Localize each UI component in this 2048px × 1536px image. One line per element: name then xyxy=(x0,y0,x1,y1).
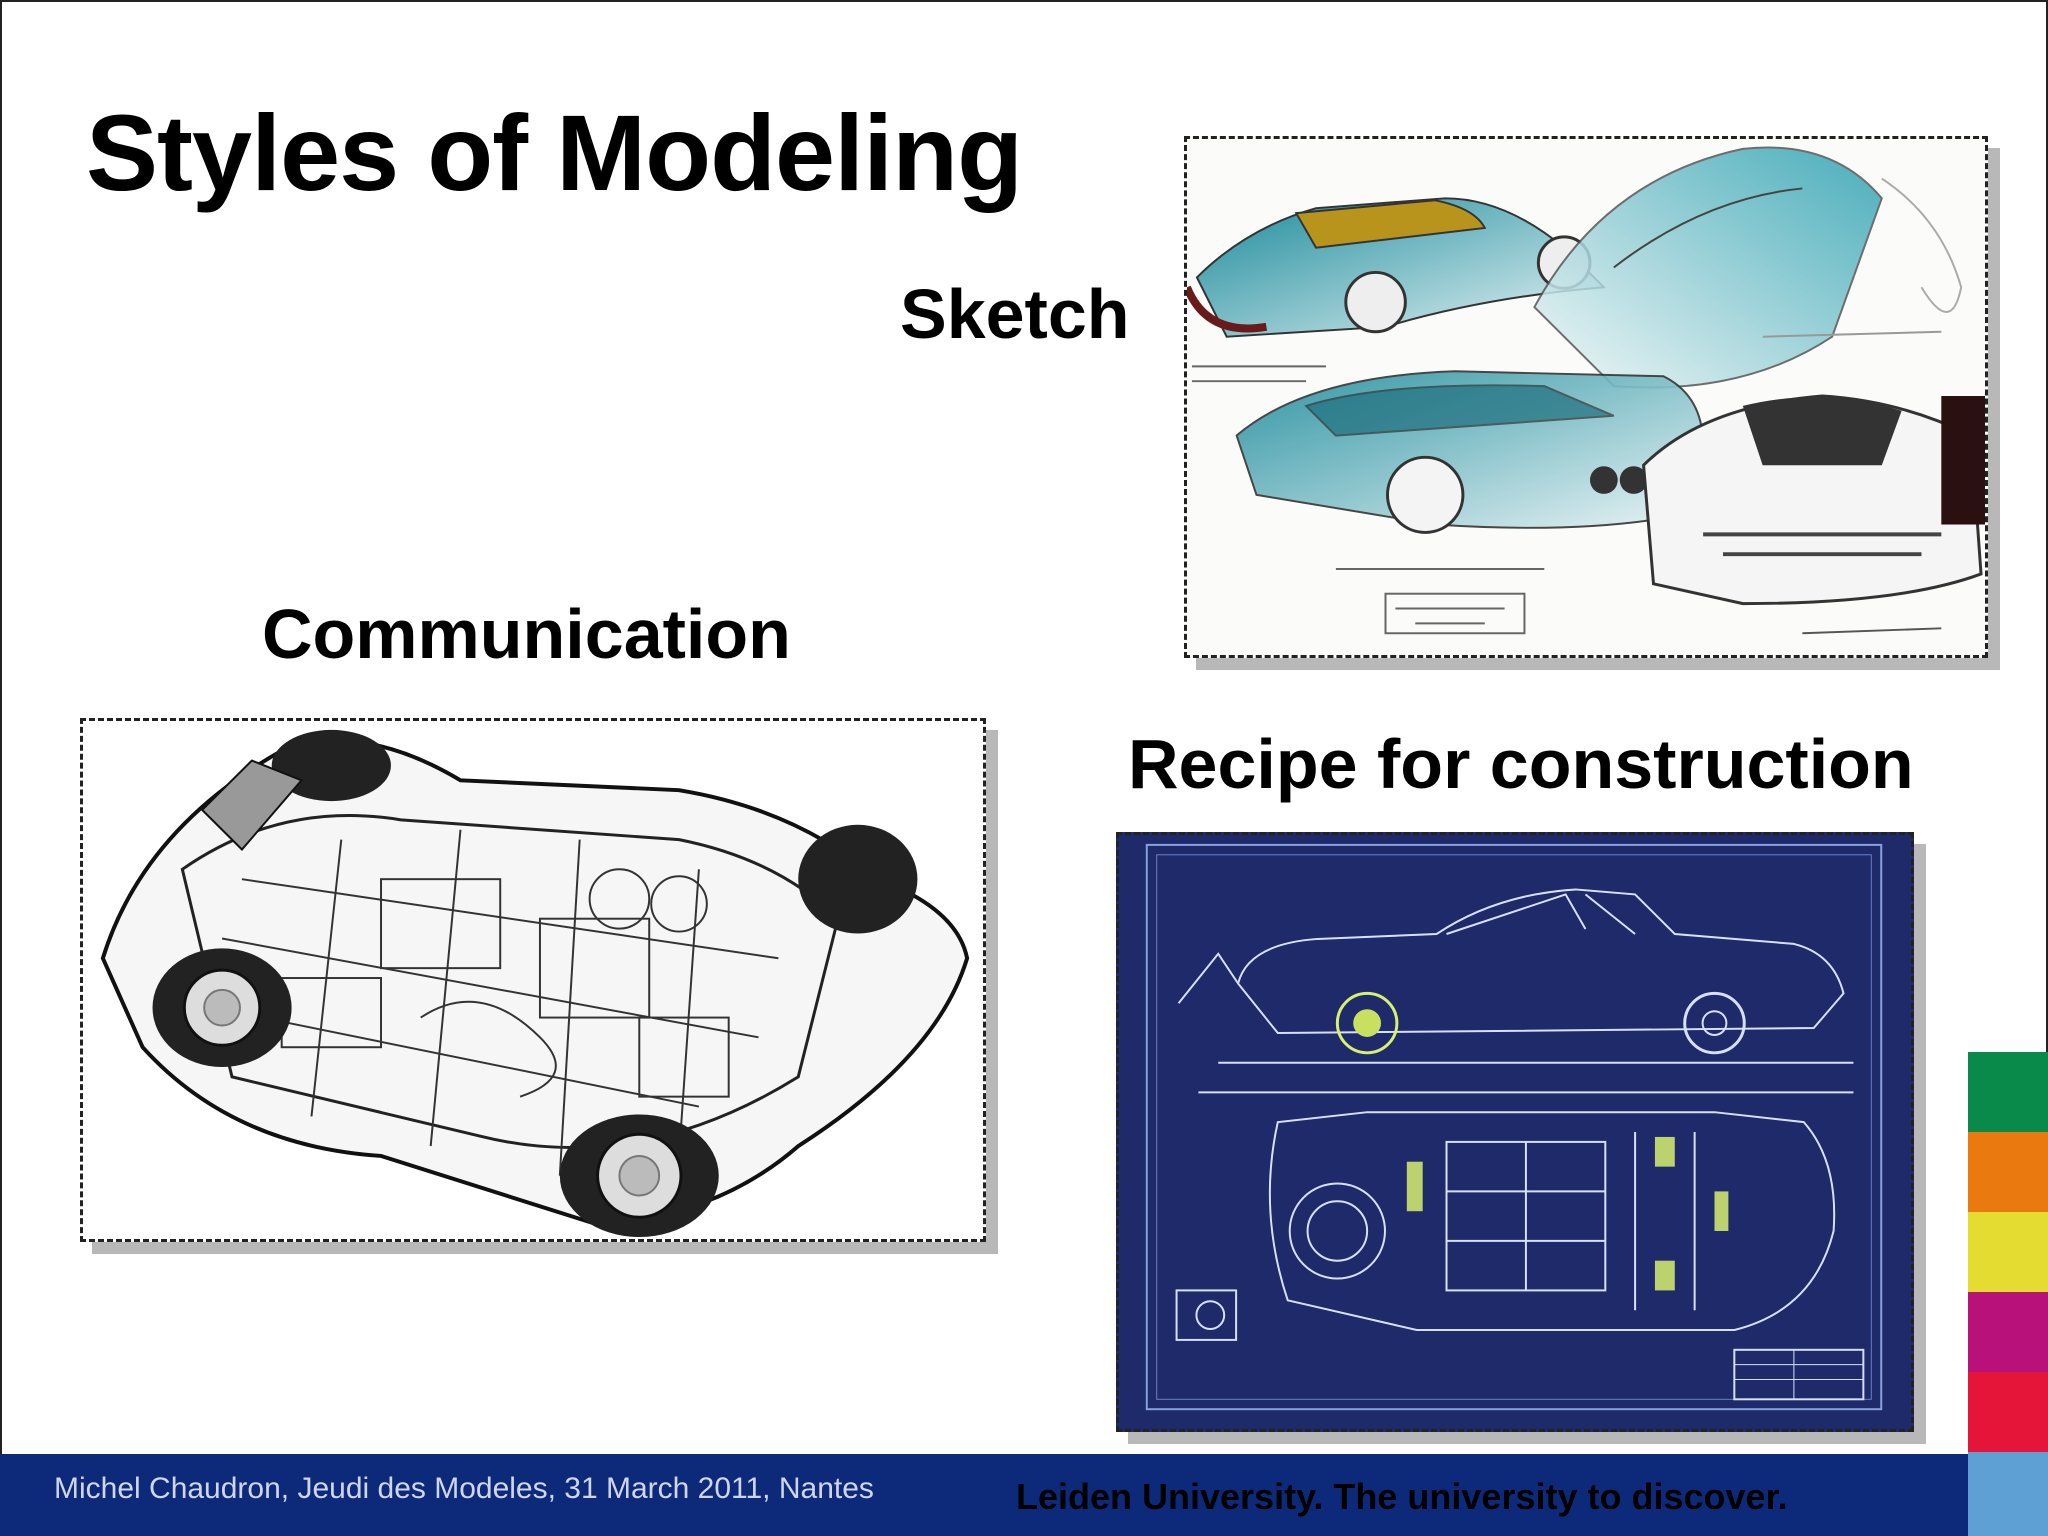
communication-image xyxy=(80,718,986,1242)
color-strip-green xyxy=(1968,1052,2048,1132)
footer-university-slogan: Leiden University. The university to dis… xyxy=(1016,1476,1788,1517)
color-strip-yellow xyxy=(1968,1212,2048,1292)
color-strip-orange xyxy=(1968,1132,2048,1212)
color-strip-red xyxy=(1968,1372,2048,1452)
sketch-car-drawing xyxy=(1187,146,1985,635)
slide-title: Styles of Modeling xyxy=(86,92,1023,213)
blueprint-image xyxy=(1116,832,1914,1432)
footer-author-info: Michel Chaudron, Jeudi des Modeles, 31 M… xyxy=(54,1472,874,1505)
blueprint-drawing xyxy=(1145,843,1883,1411)
color-strip-magenta xyxy=(1968,1292,2048,1372)
sketch-image xyxy=(1184,136,1988,658)
footer-bar: Michel Chaudron, Jeudi des Modeles, 31 M… xyxy=(0,1454,1968,1536)
label-sketch: Sketch xyxy=(900,275,1130,353)
label-recipe: Recipe for construction xyxy=(1128,725,1914,803)
cutaway-car-drawing xyxy=(100,729,970,1238)
label-communication: Communication xyxy=(262,595,791,673)
color-strip-lightblue xyxy=(1968,1452,2048,1536)
